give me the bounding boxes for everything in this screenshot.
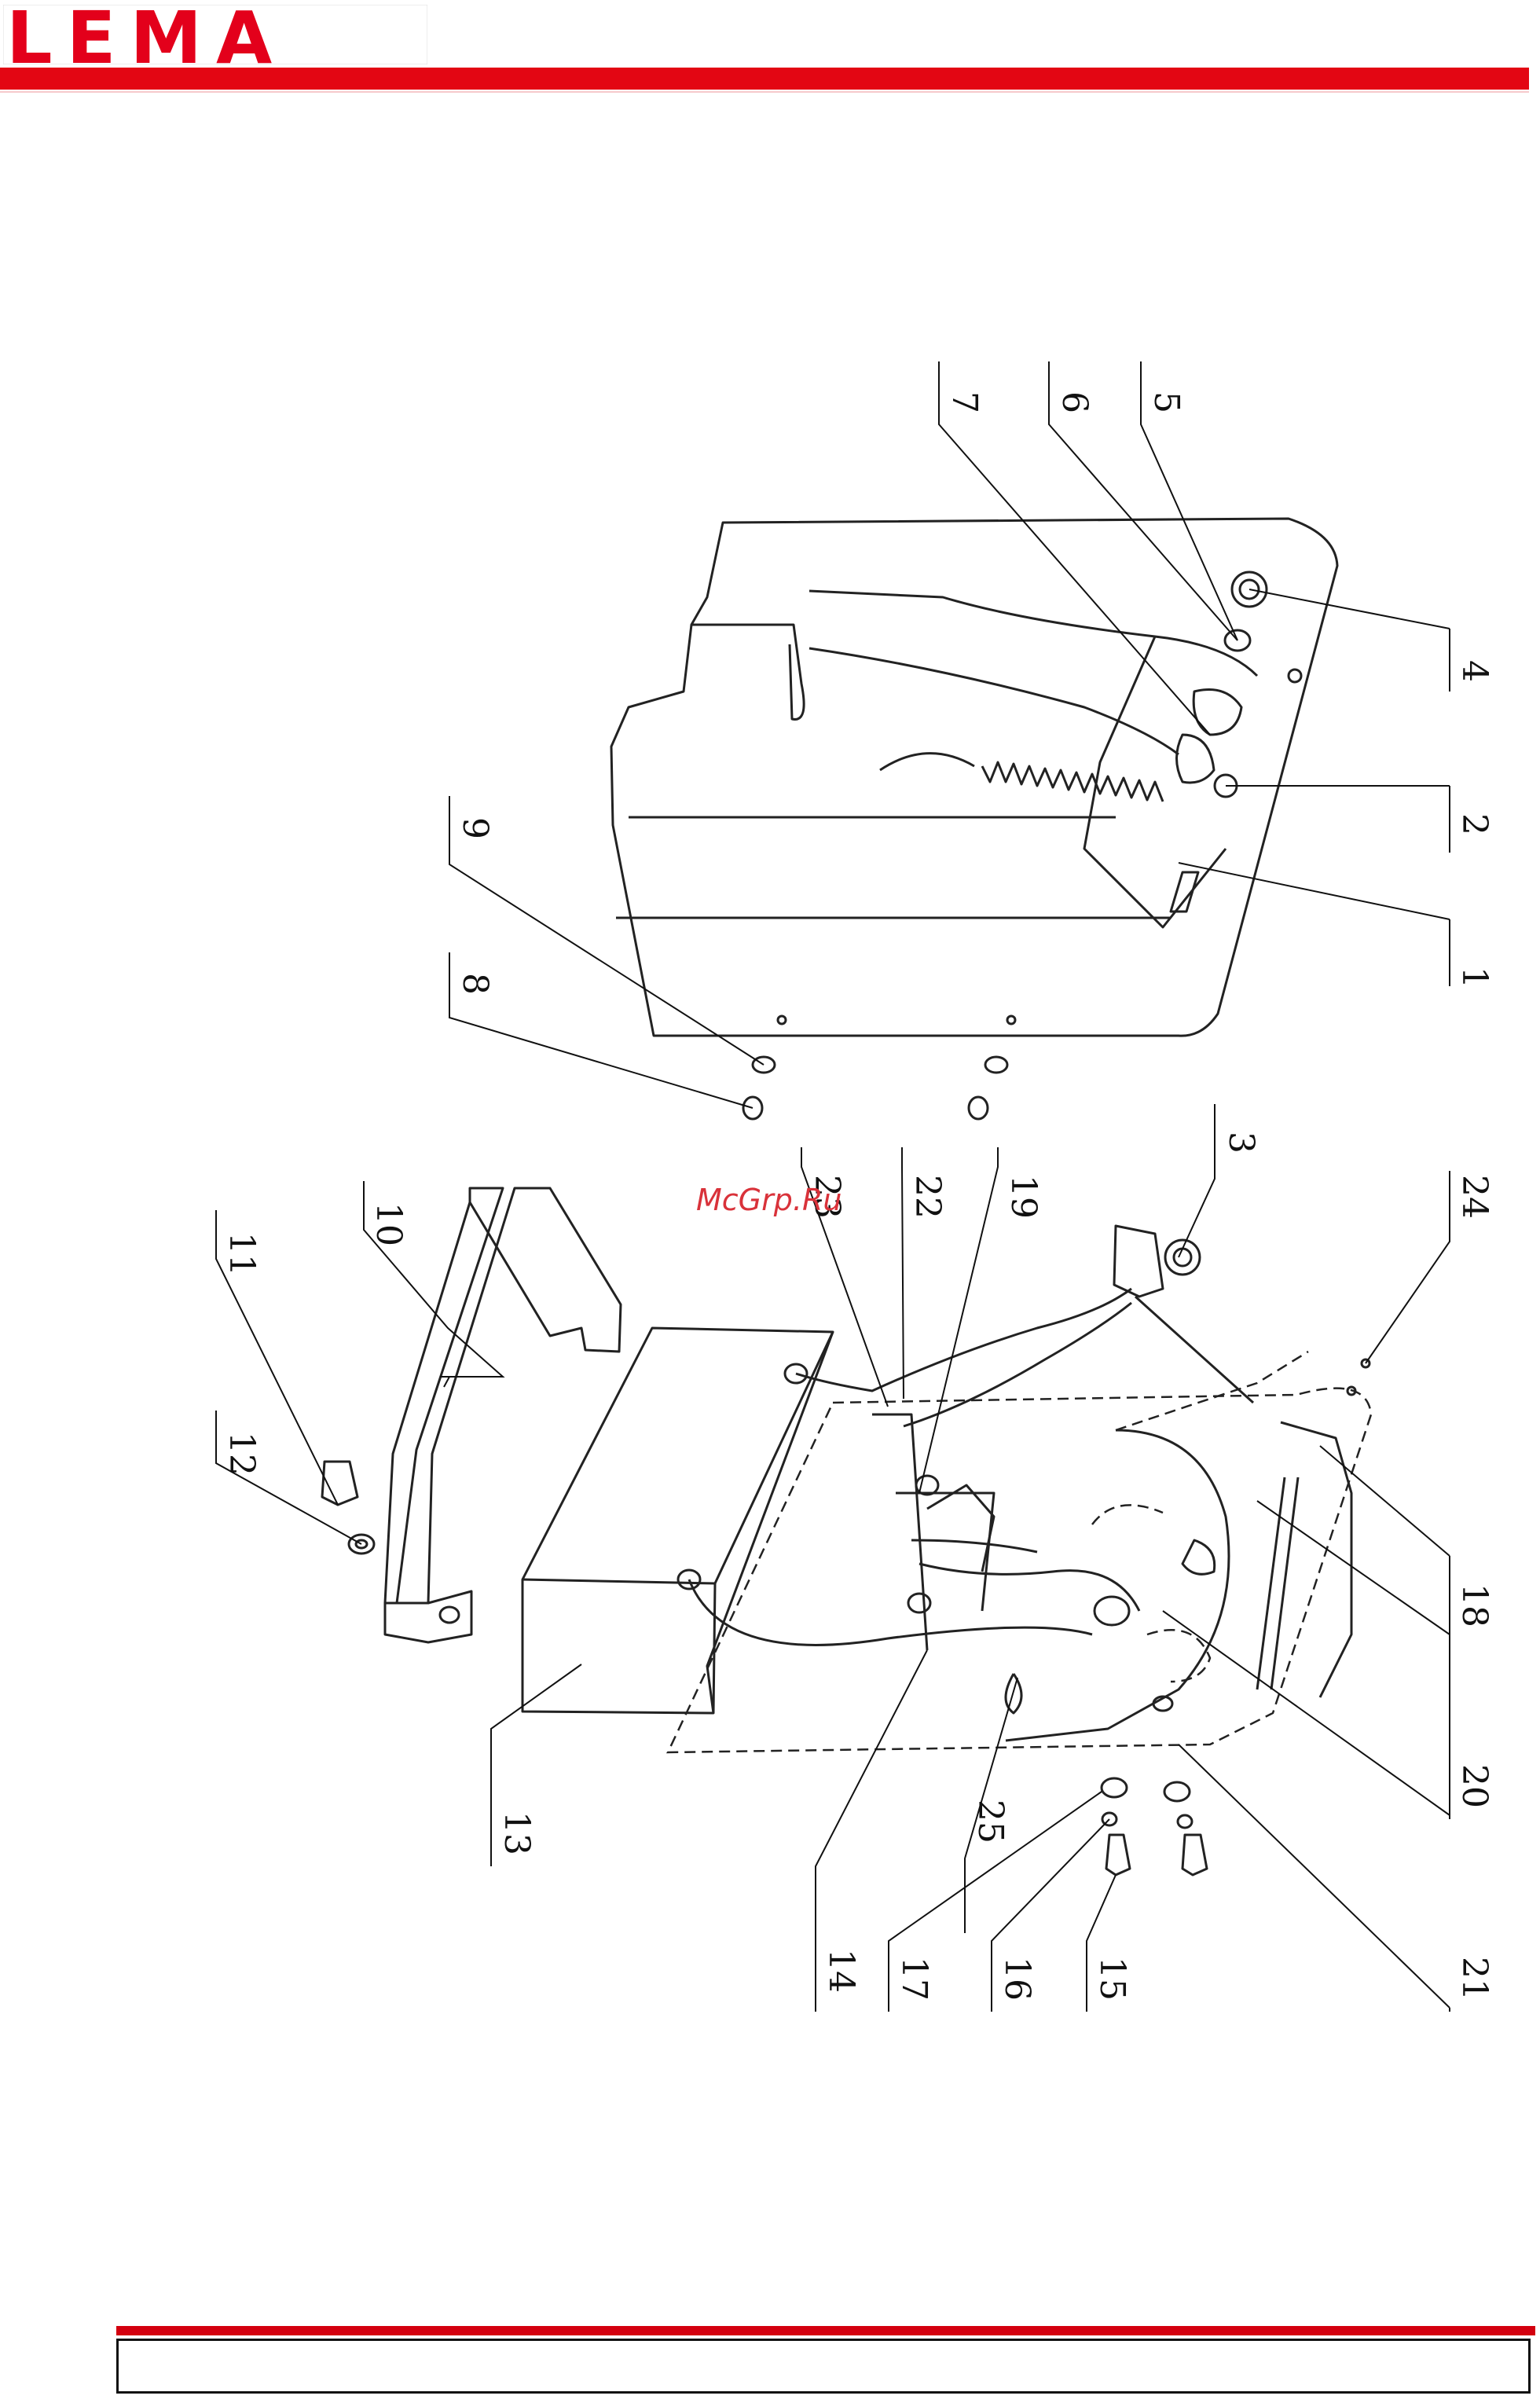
callout-1: 1 [1454,967,1494,989]
callout-19: 19 [1003,1175,1043,1219]
callout-4: 4 [1454,660,1494,682]
watermark-text: McGrp.Ru [696,1183,842,1217]
battery-bracket [397,1188,621,1603]
callout-13: 13 [497,1811,537,1855]
callout-21: 21 [1454,1957,1494,2001]
callout-22: 22 [908,1175,948,1219]
callout-2: 2 [1454,813,1494,835]
callout-3: 3 [1221,1132,1261,1154]
callout-5: 5 [1146,391,1186,413]
callout-24: 24 [1454,1175,1494,1219]
cover-housing [611,519,1337,1036]
callout-9: 9 [455,817,495,839]
callout-25: 25 [970,1799,1010,1844]
footer-box [116,2339,1531,2394]
callout-7: 7 [944,391,984,413]
callout-20: 20 [1454,1764,1494,1808]
callout-17: 17 [894,1957,934,2001]
tray-outline [668,1389,1371,1752]
callout-12: 12 [222,1432,262,1476]
callout-8: 8 [455,973,495,995]
callout-15: 15 [1092,1957,1132,2001]
callout-6: 6 [1054,391,1094,413]
callout-16: 16 [997,1957,1037,2001]
footer-red-band [116,2326,1535,2335]
callout-10: 10 [368,1202,409,1246]
callout-18: 18 [1454,1583,1494,1627]
callout-14: 14 [821,1949,861,1993]
callout-11: 11 [222,1232,262,1276]
battery [522,1328,833,1713]
